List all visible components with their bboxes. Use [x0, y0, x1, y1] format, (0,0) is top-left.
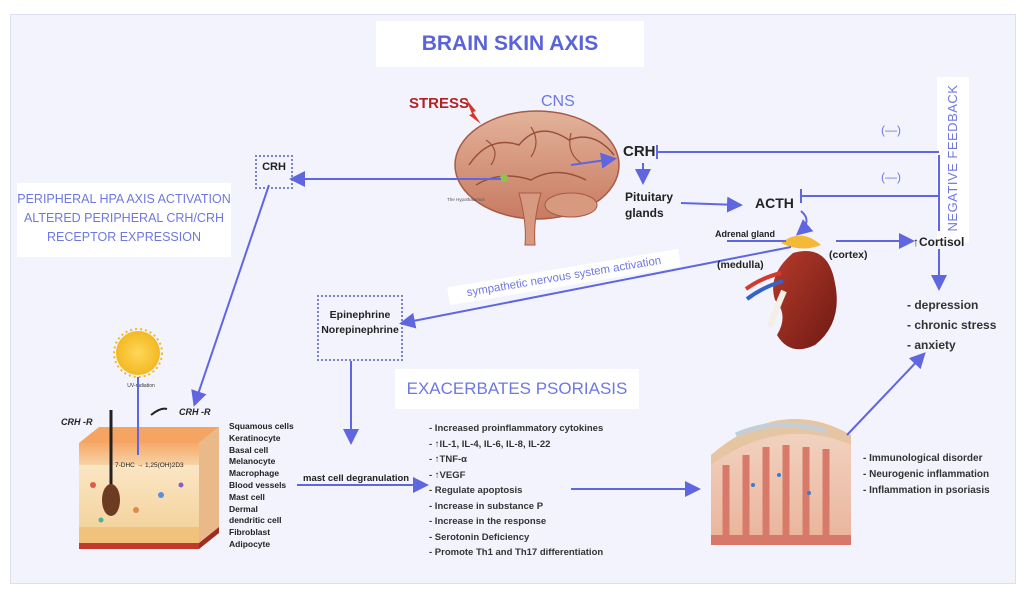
list-item: - anxiety: [907, 338, 956, 352]
list-item: - ↑IL-1, IL-4, IL-6, IL-8, IL-22: [429, 438, 551, 450]
list-item: - ↑TNF-α: [429, 454, 468, 465]
list-item: - Increase in substance P: [429, 500, 544, 512]
list-item: dendritic cell: [229, 515, 282, 526]
cortisol-text: Cortisol: [919, 235, 965, 249]
list-item: - Inflammation in psoriasis: [863, 485, 990, 496]
skin-layers-list: Squamous cells Keratinocyte Basal cell M…: [229, 421, 294, 551]
diagram-graphics: The Hypothalamus: [61, 99, 947, 549]
epinephrine-label: Epinephrine: [329, 309, 391, 321]
crh-r-left-label: CRH -R: [61, 417, 93, 427]
diagram-arrows: [137, 145, 947, 497]
peripheral-hpa-box: PERIPHERAL HPA AXIS ACTIVATION ALTERED P…: [17, 183, 231, 257]
lightning-icon: [466, 99, 481, 124]
peripheral-hpa-line-2: ALTERED PERIPHERAL CRH/CRH: [23, 211, 225, 225]
list-item: - Immunological disorder: [863, 453, 983, 464]
psoriasis-outcomes-list: - Immunological disorder - Neurogenic in…: [863, 451, 990, 499]
psoriasis-skin-illustration: [711, 419, 851, 545]
list-item: - Increase in the response: [429, 516, 547, 527]
list-item: Adipocyte: [229, 538, 271, 549]
list-item: - Promote Th1 and Th17 differentiation: [429, 547, 604, 558]
peripheral-hpa-line-3: RECEPTOR EXPRESSION: [47, 230, 201, 244]
list-item: Fibroblast: [229, 527, 271, 538]
brain-illustration: [454, 110, 620, 246]
list-item: - Serotonin Deficiency: [429, 531, 530, 543]
psoriasis-effects-list: - Increased proinflammatory cytokines - …: [429, 421, 603, 561]
list-item: Squamous cells: [229, 421, 294, 431]
pituitary-label: Pituitary glands: [625, 189, 673, 221]
peripheral-hpa-line-1: PERIPHERAL HPA AXIS ACTIVATION: [17, 192, 231, 206]
list-item: - depression: [907, 298, 979, 312]
kidney-illustration: [744, 235, 837, 350]
medulla-label: (medulla): [717, 259, 764, 271]
crh-left-label: CRH: [262, 161, 286, 173]
skin-block-illustration: [79, 407, 219, 549]
list-item: Mast cell: [229, 491, 265, 502]
norepinephrine-label: Norepinephrine: [321, 324, 399, 336]
acth-label: ACTH: [755, 195, 794, 211]
page-title: BRAIN SKIN AXIS: [376, 21, 644, 67]
cortisol-label: ↑Cortisol: [913, 235, 965, 249]
list-item: - Increased proinflammatory cytokines: [429, 423, 604, 434]
list-item: - chronic stress: [907, 318, 997, 332]
exacerbates-psoriasis-box: EXACERBATES PSORIASIS: [395, 369, 639, 409]
crh-center-label: CRH: [623, 143, 656, 160]
cortex-label: (cortex): [829, 249, 868, 261]
adrenal-gland-label: Adrenal gland: [715, 229, 776, 239]
crh-r-right-label: CRH -R: [179, 407, 211, 417]
list-item: - Neurogenic inflammation: [863, 469, 990, 480]
list-item: Melanocyte: [229, 456, 276, 467]
pituitary-line-2: glands: [625, 206, 664, 220]
list-item: Macrophage: [229, 468, 280, 479]
list-item: - Regulate apoptosis: [429, 485, 523, 496]
diagram-canvas: BRAIN SKIN AXIS NEGATIVE FEEDBACK PERIPH…: [10, 14, 1016, 584]
sun-icon: [113, 328, 163, 378]
list-item: Blood vessels: [229, 479, 287, 490]
hypothalamus-label: The Hypothalamus: [447, 197, 486, 202]
pituitary-line-1: Pituitary: [625, 190, 674, 204]
mast-cell-label: mast cell degranulation: [303, 473, 410, 484]
feedback-minus-2: (—): [881, 170, 901, 184]
cns-label: CNS: [541, 93, 575, 110]
negative-feedback-box: [937, 77, 969, 243]
dhc-label: 7-DHC → 1,25(OH)2D3: [115, 462, 184, 469]
hpa-outcomes-list: - depression - chronic stress - anxiety: [907, 295, 996, 355]
list-item: Keratinocyte: [229, 432, 281, 443]
feedback-minus-1: (—): [881, 123, 901, 137]
uv-radiation-label: UV-radiation: [127, 383, 155, 389]
list-item: Basal cell: [229, 444, 269, 455]
list-item: Dermal: [229, 503, 258, 514]
list-item: - ↑VEGF: [429, 469, 466, 481]
stress-label: STRESS: [409, 95, 470, 112]
